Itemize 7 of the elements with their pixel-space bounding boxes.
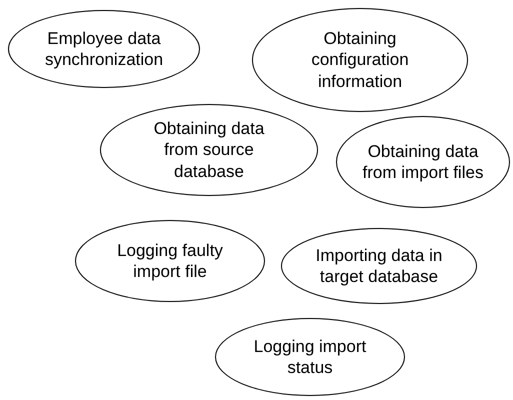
node-label: Obtaining data from import files [362,140,484,184]
node-label: Logging faulty import file [116,240,224,282]
node-label: Logging import status [252,336,368,378]
node-label: Obtaining configuration information [310,28,410,92]
node-label: Obtaining data from source database [152,118,266,182]
node-label: Importing data in target database [314,244,444,288]
node-label: Employee data synchronization [44,28,164,70]
